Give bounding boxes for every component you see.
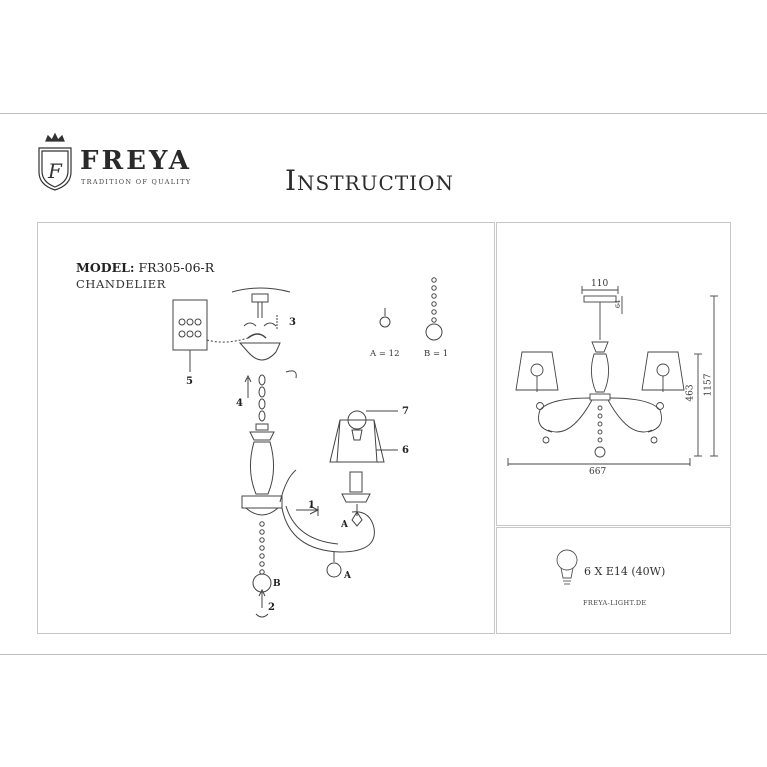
dim-canopy: 110 <box>591 279 609 289</box>
crystal-count-a: A = 12 <box>369 349 399 359</box>
model-number: FR305-06-R <box>138 260 215 275</box>
lamp-spec: 6 X E14 (40W) <box>584 565 666 578</box>
instruction-sheet <box>0 113 767 655</box>
dimensions-panel <box>496 222 731 526</box>
product-type: CHANDELIER <box>76 277 167 291</box>
model-label: MODEL: <box>76 260 135 275</box>
step-5: 5 <box>186 376 193 387</box>
step-2: 2 <box>268 602 275 613</box>
step-1: 1 <box>308 500 315 511</box>
step-7: 7 <box>402 406 409 417</box>
step-4: 4 <box>236 398 243 409</box>
part-a-on-arm: A <box>340 520 349 530</box>
brand-tagline: TRADITION OF QUALITY <box>81 178 192 186</box>
document-title: Instruction <box>285 164 454 197</box>
lamp-info-panel <box>496 527 731 634</box>
dim-width: 667 <box>589 467 607 477</box>
part-b: B <box>273 579 281 589</box>
website-link[interactable]: FREYA-LIGHT.DE <box>583 599 647 607</box>
assembly-panel <box>37 222 495 634</box>
brand-name: FREYA <box>80 146 192 176</box>
crystal-count-b: B = 1 <box>424 349 448 359</box>
svg-text:F: F <box>47 159 63 183</box>
step-3: 3 <box>289 317 296 328</box>
step-6: 6 <box>402 445 409 456</box>
model-line: MODEL: FR305-06-R <box>76 260 214 275</box>
part-a: A <box>343 571 352 581</box>
